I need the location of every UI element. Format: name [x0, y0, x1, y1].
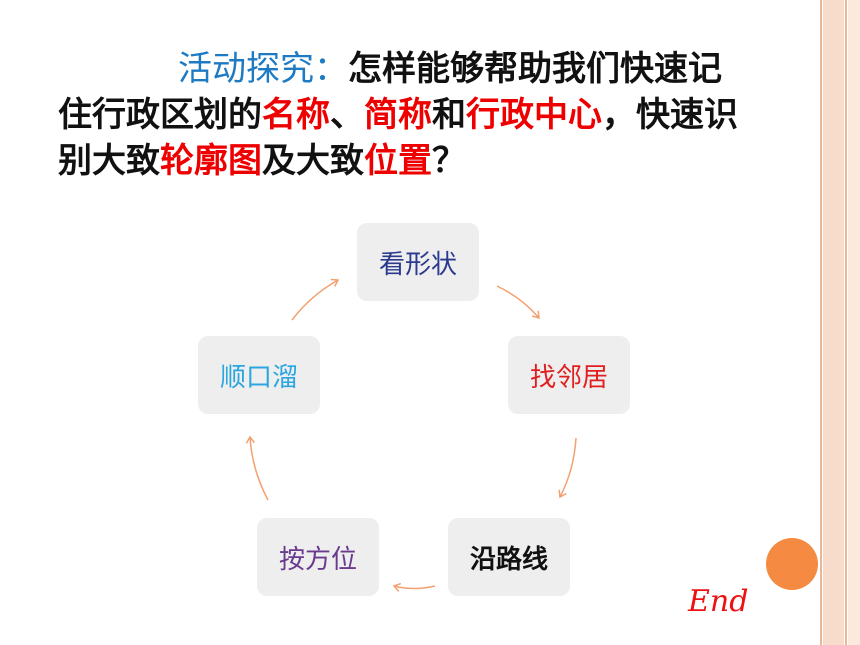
end-link[interactable]: End — [688, 584, 749, 619]
arrow-3-to-4 — [392, 582, 436, 592]
title-text: 及大致 — [262, 141, 364, 181]
stripe-band — [823, 0, 844, 645]
title-highlight-location: 位置 — [364, 141, 432, 181]
arrow-4-to-5 — [245, 435, 269, 501]
title-highlight-capital: 行政中心 — [466, 95, 602, 135]
end-button[interactable] — [766, 538, 818, 590]
title-highlight-abbr: 简称 — [364, 95, 432, 135]
title-text: 、 — [330, 95, 364, 135]
slide-title: 活动探究：怎样能够帮助我们快速记住行政区划的名称、简称和行政中心，快速识别大致轮… — [58, 46, 738, 184]
stripe-band — [848, 0, 860, 645]
cycle-node-direction: 按方位 — [257, 518, 379, 596]
title-highlight-outline: 轮廓图 — [160, 141, 262, 181]
cycle-node-rhyme: 顺口溜 — [198, 336, 320, 414]
cycle-node-neighbors: 找邻居 — [508, 336, 630, 414]
title-activity-label: 活动探究： — [178, 49, 348, 89]
cycle-node-route: 沿路线 — [448, 518, 570, 596]
title-text: 和 — [432, 95, 466, 135]
stripe-line — [820, 0, 822, 645]
decorative-stripes — [820, 0, 860, 645]
arrow-2-to-3 — [558, 437, 577, 499]
title-text: ，快速识别大致 — [58, 95, 738, 181]
title-highlight-name: 名称 — [262, 95, 330, 135]
title-question: 怎样能够帮助我们快速记住行政区划的 — [58, 49, 722, 135]
arrow-1-to-2 — [496, 285, 540, 320]
title-text: ？ — [432, 141, 466, 181]
arrow-5-to-1 — [291, 278, 340, 321]
cycle-node-shape: 看形状 — [357, 223, 479, 301]
stripe-line — [845, 0, 847, 645]
